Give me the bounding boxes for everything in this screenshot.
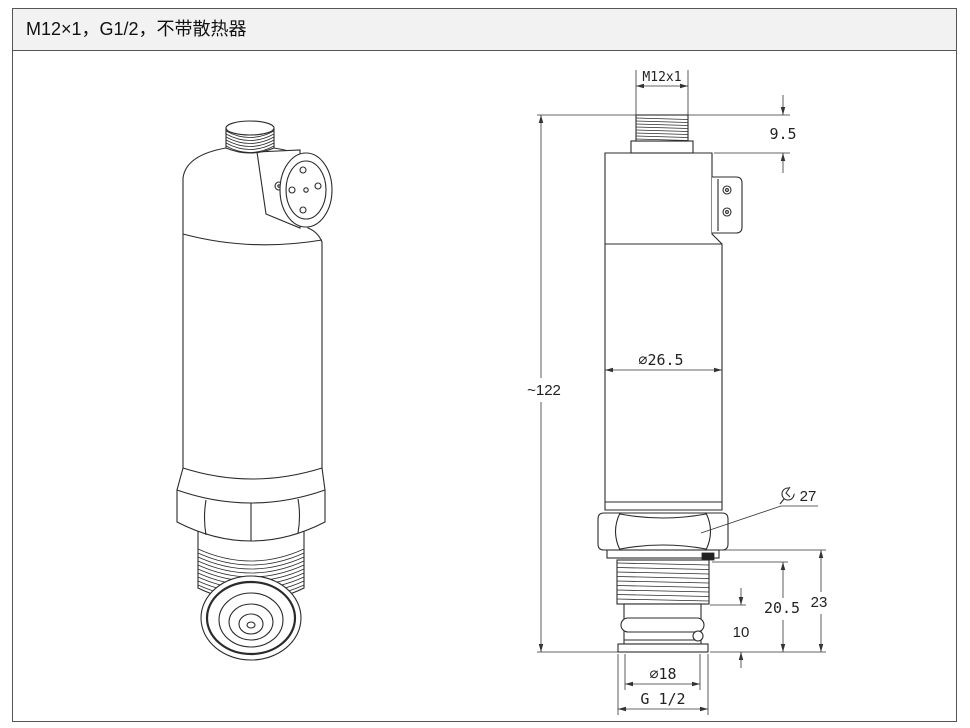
header-title: M12×1，G1/2，不带散热器 <box>26 19 247 39</box>
table-header: M12×1，G1/2，不带散热器 <box>13 9 956 51</box>
spec-table-cell: M12×1，G1/2，不带散热器 <box>12 8 957 722</box>
